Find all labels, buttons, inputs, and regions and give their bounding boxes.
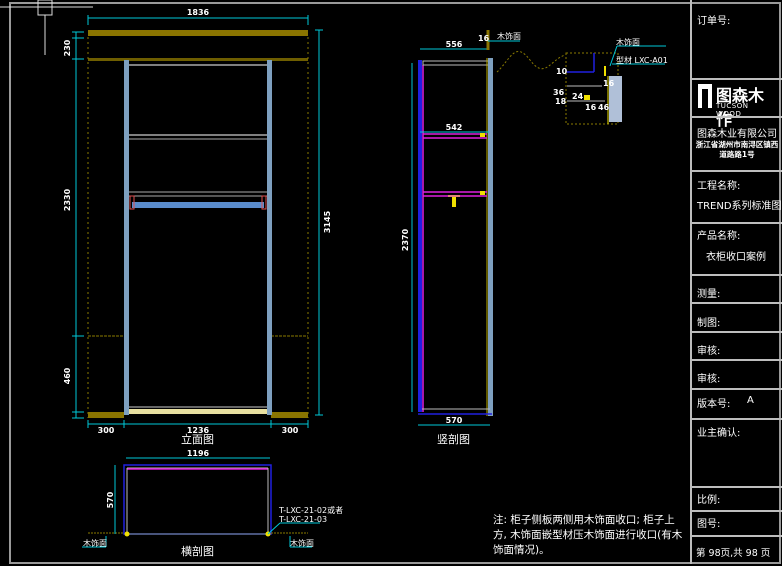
vertical-section-view: 556 542 570 2370 16 木饰面 [401,30,566,426]
dim-elev-left: 300 [98,426,115,435]
logo-mark-icon [698,84,712,108]
right-side-panel [267,60,272,415]
owner-cell: 业主确认: [692,418,782,480]
logo-cn: 图森木作 [716,86,765,129]
logo-en: TUCSON WOOD [716,102,749,118]
project-cell: 工程名称: TREND系列标准图 [692,170,782,224]
drawing-note: 注: 柜子侧板两侧用木饰面收口; 柜子上方, 木饰面嵌型材压木饰面进行收口(有木… [493,514,683,556]
dim-plan-depth: 570 [106,491,115,508]
dim-elev-top-band: 230 [63,39,72,56]
page-info: 第 98页,共 98 页 [696,548,771,559]
version-label: 版本号: [697,399,731,410]
title-block: 订单号: 图森木作 TUCSON WOOD 图森木业有限公司 浙江省湖州市南浔区… [690,0,782,564]
survey-label: 测量: [697,289,721,300]
scale-cell: 比例: [692,486,782,512]
dim-detail-10: 10 [556,67,568,76]
product-cell: 产品名称: 衣柜收口案例 [692,222,782,276]
caption-section: 竖剖图 [437,433,470,446]
company-name: 图森木业有限公司 [697,129,777,140]
dim-elev-center: 1236 [187,426,210,435]
tag-plan-wood-right: 木饰面 [290,538,314,548]
logo-cell: 图森木作 TUCSON WOOD [692,78,782,129]
project-value: TREND系列标准图 [697,201,782,212]
company-address-1: 浙江省湖州市南浔区镇西 [695,140,779,149]
scale-label: 比例: [697,495,721,506]
tag-detail-wood: 木饰面 [616,37,640,47]
version-cell: 版本号: A [692,388,782,420]
dim-elev-lower: 460 [63,367,72,384]
caption-plan: 横剖图 [181,545,214,558]
drawing-frame [9,2,781,564]
dim-detail-46: 46 [598,103,610,112]
page-cell: 第 98页,共 98 页 [692,535,782,565]
review2-cell: 审核: [692,359,782,391]
elevation-view: 1836 300 1236 300 230 2330 460 3145 [63,8,332,435]
owner-label: 业主确认: [697,428,741,439]
drawing-cell: 制图: [692,302,782,334]
dim-plan-width: 1196 [187,449,210,458]
dim-detail-16b: 16 [585,103,597,112]
dim-detail-16a: 16 [603,79,615,88]
plan-view: 1196 570 木饰面 木饰面 T-LXC-21-02或者 T-LXC-21-… [82,449,343,548]
side-panel-section [488,58,493,416]
review1-label: 审核: [697,346,721,357]
dim-section-shelf: 542 [446,123,463,132]
product-value: 衣柜收口案例 [706,252,766,263]
tag-detail-profile: 型材 LXC-A01 [616,55,668,65]
detail-view: 木饰面 型材 LXC-A01 16 16 46 24 36 10 18 [553,37,668,125]
version-value: A [747,395,754,406]
drawing-no-label: 图号: [697,519,721,530]
tag-section-wood: 木饰面 [497,31,521,41]
top-wood-band [88,30,308,36]
review2-label: 审核: [697,374,721,385]
review1-cell: 审核: [692,331,782,363]
company-logo: 图森木作 TUCSON WOOD [698,84,776,129]
dim-elev-main: 2330 [63,188,72,211]
product-label: 产品名称: [697,231,741,242]
dim-detail-36: 36 [553,88,565,97]
dim-detail-24: 24 [572,92,584,101]
ucs-icon [0,0,93,55]
tag-plan-part-a: T-LXC-21-02或者 [278,505,343,515]
dim-elev-total-height: 3145 [323,210,332,233]
caption-elevation: 立面图 [181,433,214,446]
company-cell: 图森木业有限公司 浙江省湖州市南浔区镇西 道路路1号 [692,116,782,172]
dim-section-top: 556 [446,40,463,49]
tag-plan-part-b: T-LXC-21-03 [278,515,327,524]
left-side-panel [124,60,129,415]
company-address-2: 道路路1号 [719,150,755,159]
dim-detail-18: 18 [555,97,567,106]
dim-section-gap: 16 [478,34,490,43]
drawer-band [132,202,264,208]
survey-cell: 测量: [692,274,782,306]
drawing-no-cell: 图号: [692,510,782,536]
dim-elev-right: 300 [282,426,299,435]
order-number-label: 订单号: [697,16,731,27]
dim-section-height: 2370 [401,228,410,251]
drawing-label: 制图: [697,318,721,329]
dim-section-bottom: 570 [446,416,463,425]
tag-plan-wood-left: 木饰面 [83,538,107,548]
dim-elev-width: 1836 [187,8,210,17]
project-label: 工程名称: [697,181,741,192]
